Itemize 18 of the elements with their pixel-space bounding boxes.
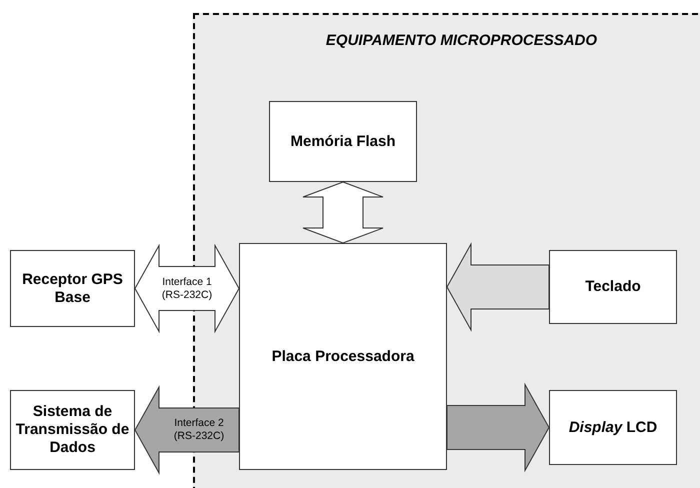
block-box <box>549 390 677 465</box>
block-box <box>269 101 417 182</box>
block-label: Memória Flash <box>290 132 396 150</box>
boundary-title: EQUIPAMENTO MICROPROCESSADO <box>326 32 598 49</box>
block-box <box>10 250 135 327</box>
block-label: Sistema de Transmissão de Dados <box>15 403 130 457</box>
block-arrow <box>302 181 384 244</box>
block-box <box>10 390 135 470</box>
block-arrow <box>446 242 550 332</box>
edge-label: Interface 1 (RS-232C) <box>162 275 212 302</box>
block-label: Display LCD <box>568 418 658 436</box>
block-label: Teclado <box>585 278 641 296</box>
block-label: Receptor GPS Base <box>21 270 124 306</box>
block-arrow <box>446 382 550 472</box>
block-label: Placa Processadora <box>272 348 414 366</box>
block-box <box>549 250 677 324</box>
block-box <box>239 243 447 470</box>
edge-label: Interface 2 (RS-232C) <box>174 416 224 444</box>
